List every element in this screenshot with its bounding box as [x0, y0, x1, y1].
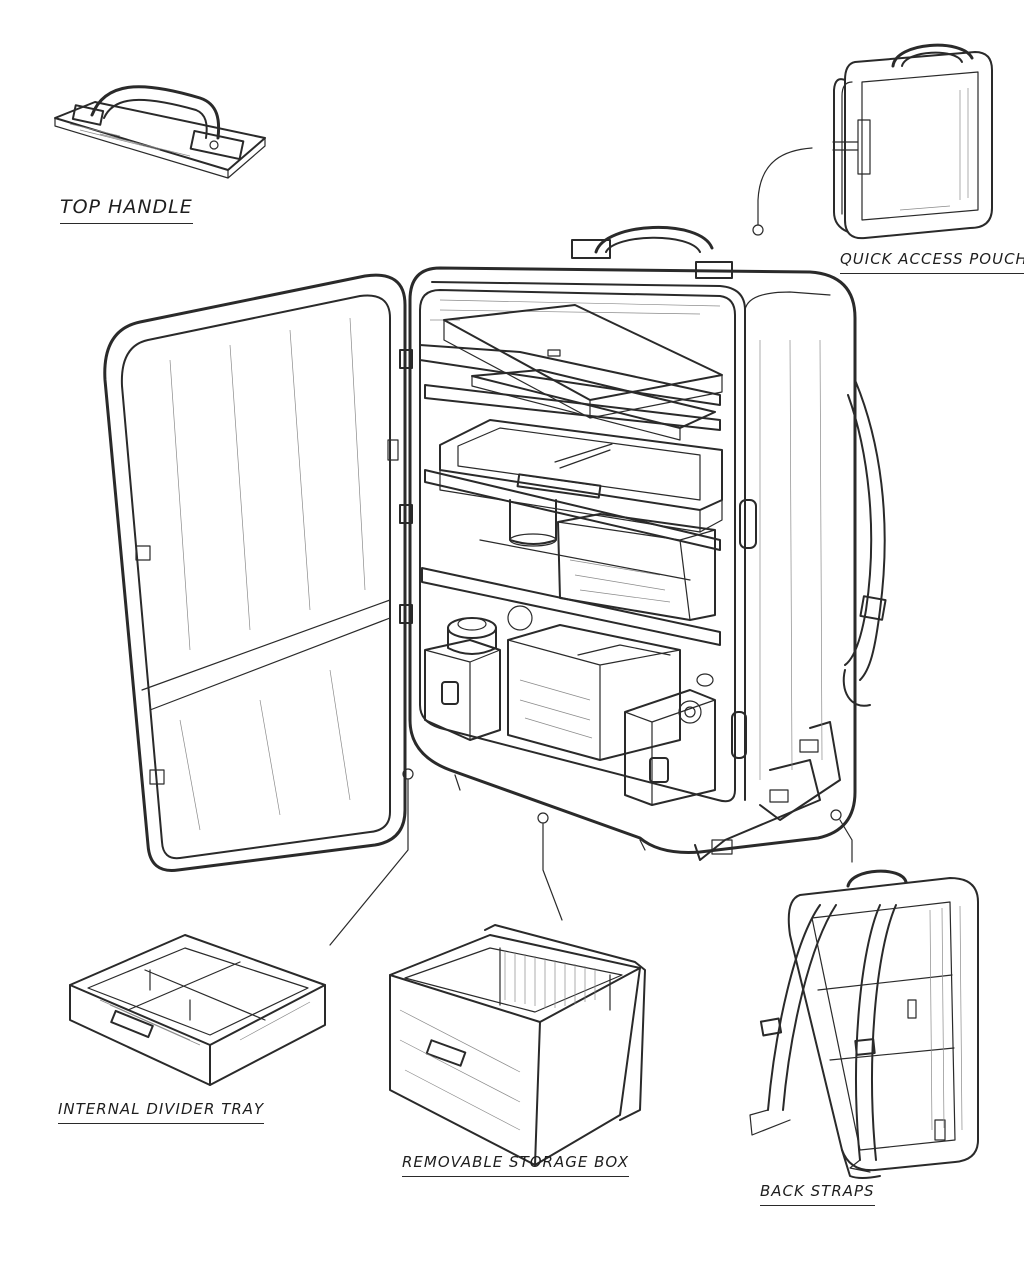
callout-label-top-handle: TOP HANDLE: [60, 196, 193, 224]
removable-storage-box-illustration: [389, 924, 646, 1166]
quick-access-pouch-illustration: [752, 43, 993, 240]
callout-label-quick-access-pouch: QUICK ACCESS POUCH: [840, 250, 1024, 274]
callout-label-internal-divider-tray: INTERNAL DIVIDER TRAY: [58, 1100, 265, 1124]
callout-leaders: [329, 768, 853, 946]
back-straps-illustration: [749, 869, 979, 1179]
callout-label-removable-storage-box: REMOVABLE STORAGE BOX: [402, 1153, 630, 1177]
open-case-illustration: [103, 225, 887, 872]
callout-label-back-straps: BACK STRAPS: [760, 1182, 875, 1206]
top-handle-illustration: [54, 85, 266, 179]
internal-divider-tray-illustration: [69, 934, 326, 1086]
